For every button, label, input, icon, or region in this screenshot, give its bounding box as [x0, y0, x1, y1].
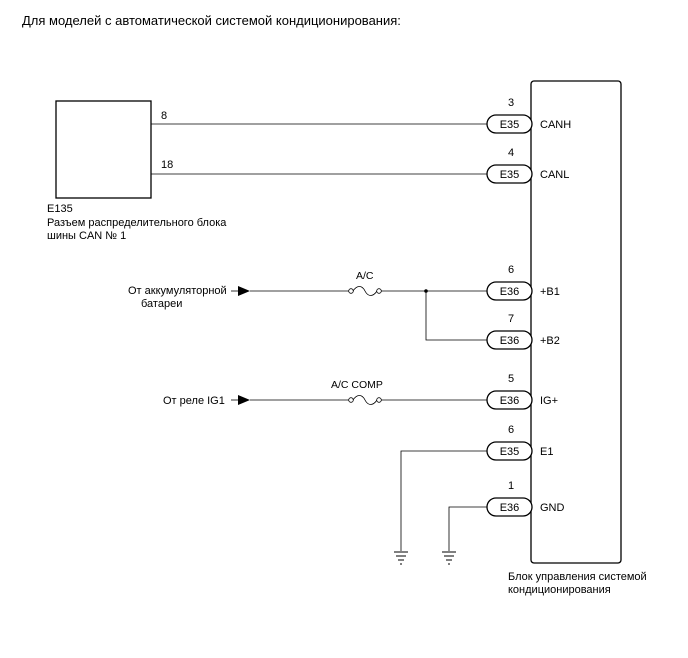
terminal-name: +B1	[540, 286, 560, 298]
battery-arrow-icon	[238, 286, 250, 296]
pin-number: 5	[508, 373, 514, 385]
wire-e1	[400, 450, 487, 551]
pin-number: 6	[508, 264, 514, 276]
fuse-ac-terminal-left	[348, 288, 354, 294]
fuse-ac-terminal-right	[376, 288, 382, 294]
can-block-code: E135	[47, 203, 73, 215]
connector-code: E35	[500, 446, 520, 458]
ecu-label-line1: Блок управления системой	[508, 571, 647, 583]
wire-b2	[425, 291, 487, 341]
ig1-source: От реле IG1	[163, 395, 225, 407]
terminal-name: IG+	[540, 395, 558, 407]
connector-code: E35	[500, 119, 520, 131]
fuse-accomp-terminal-right	[376, 397, 382, 403]
connector-code: E36	[500, 395, 520, 407]
ecu-label-line2: кондиционирования	[508, 584, 611, 596]
fuse-accomp-terminal-left	[348, 397, 354, 403]
connector-code: E36	[500, 335, 520, 347]
connector-pill	[486, 441, 533, 461]
connector-pill	[486, 390, 533, 410]
can-block-label-line2: шины CAN № 1	[47, 230, 126, 242]
connector-code: E36	[500, 286, 520, 298]
pin-number: 4	[508, 147, 514, 159]
fuse-ac-label: A/C	[356, 270, 374, 282]
ig1-arrow-icon	[238, 395, 250, 405]
page-title: Для моделей с автоматической системой ко…	[22, 13, 401, 28]
can-pin-canh: 8	[161, 110, 167, 122]
ground-icon	[394, 551, 408, 565]
connector-code: E36	[500, 502, 520, 514]
can-pin-canl: 18	[161, 159, 173, 171]
connector-pill	[486, 497, 533, 517]
battery-source-line1: От аккумуляторной	[128, 285, 227, 297]
connector-pill	[486, 164, 533, 184]
terminal-name: CANL	[540, 169, 569, 181]
connector-pill	[486, 281, 533, 301]
pin-number: 1	[508, 480, 514, 492]
can-junction-block	[55, 100, 152, 199]
can-block-label-line1: Разъем распределительного блока	[47, 217, 227, 229]
terminal-name: E1	[540, 446, 553, 458]
connector-pill	[486, 330, 533, 350]
connector-pill	[486, 114, 533, 134]
pin-number: 6	[508, 424, 514, 436]
fuse-ac-icon	[352, 286, 378, 296]
pin-number: 3	[508, 97, 514, 109]
terminal-name: +B2	[540, 335, 560, 347]
terminal-name: GND	[540, 502, 565, 514]
connector-code: E35	[500, 169, 520, 181]
ground-icon	[442, 551, 456, 565]
pin-number: 7	[508, 313, 514, 325]
fuse-accomp-label: A/C COMP	[331, 379, 383, 391]
terminal-name: CANH	[540, 119, 571, 131]
fuse-accomp-icon	[352, 395, 378, 405]
wire-gnd	[448, 506, 487, 551]
ac-control-unit	[530, 80, 622, 564]
battery-source-line2: батареи	[141, 298, 182, 310]
